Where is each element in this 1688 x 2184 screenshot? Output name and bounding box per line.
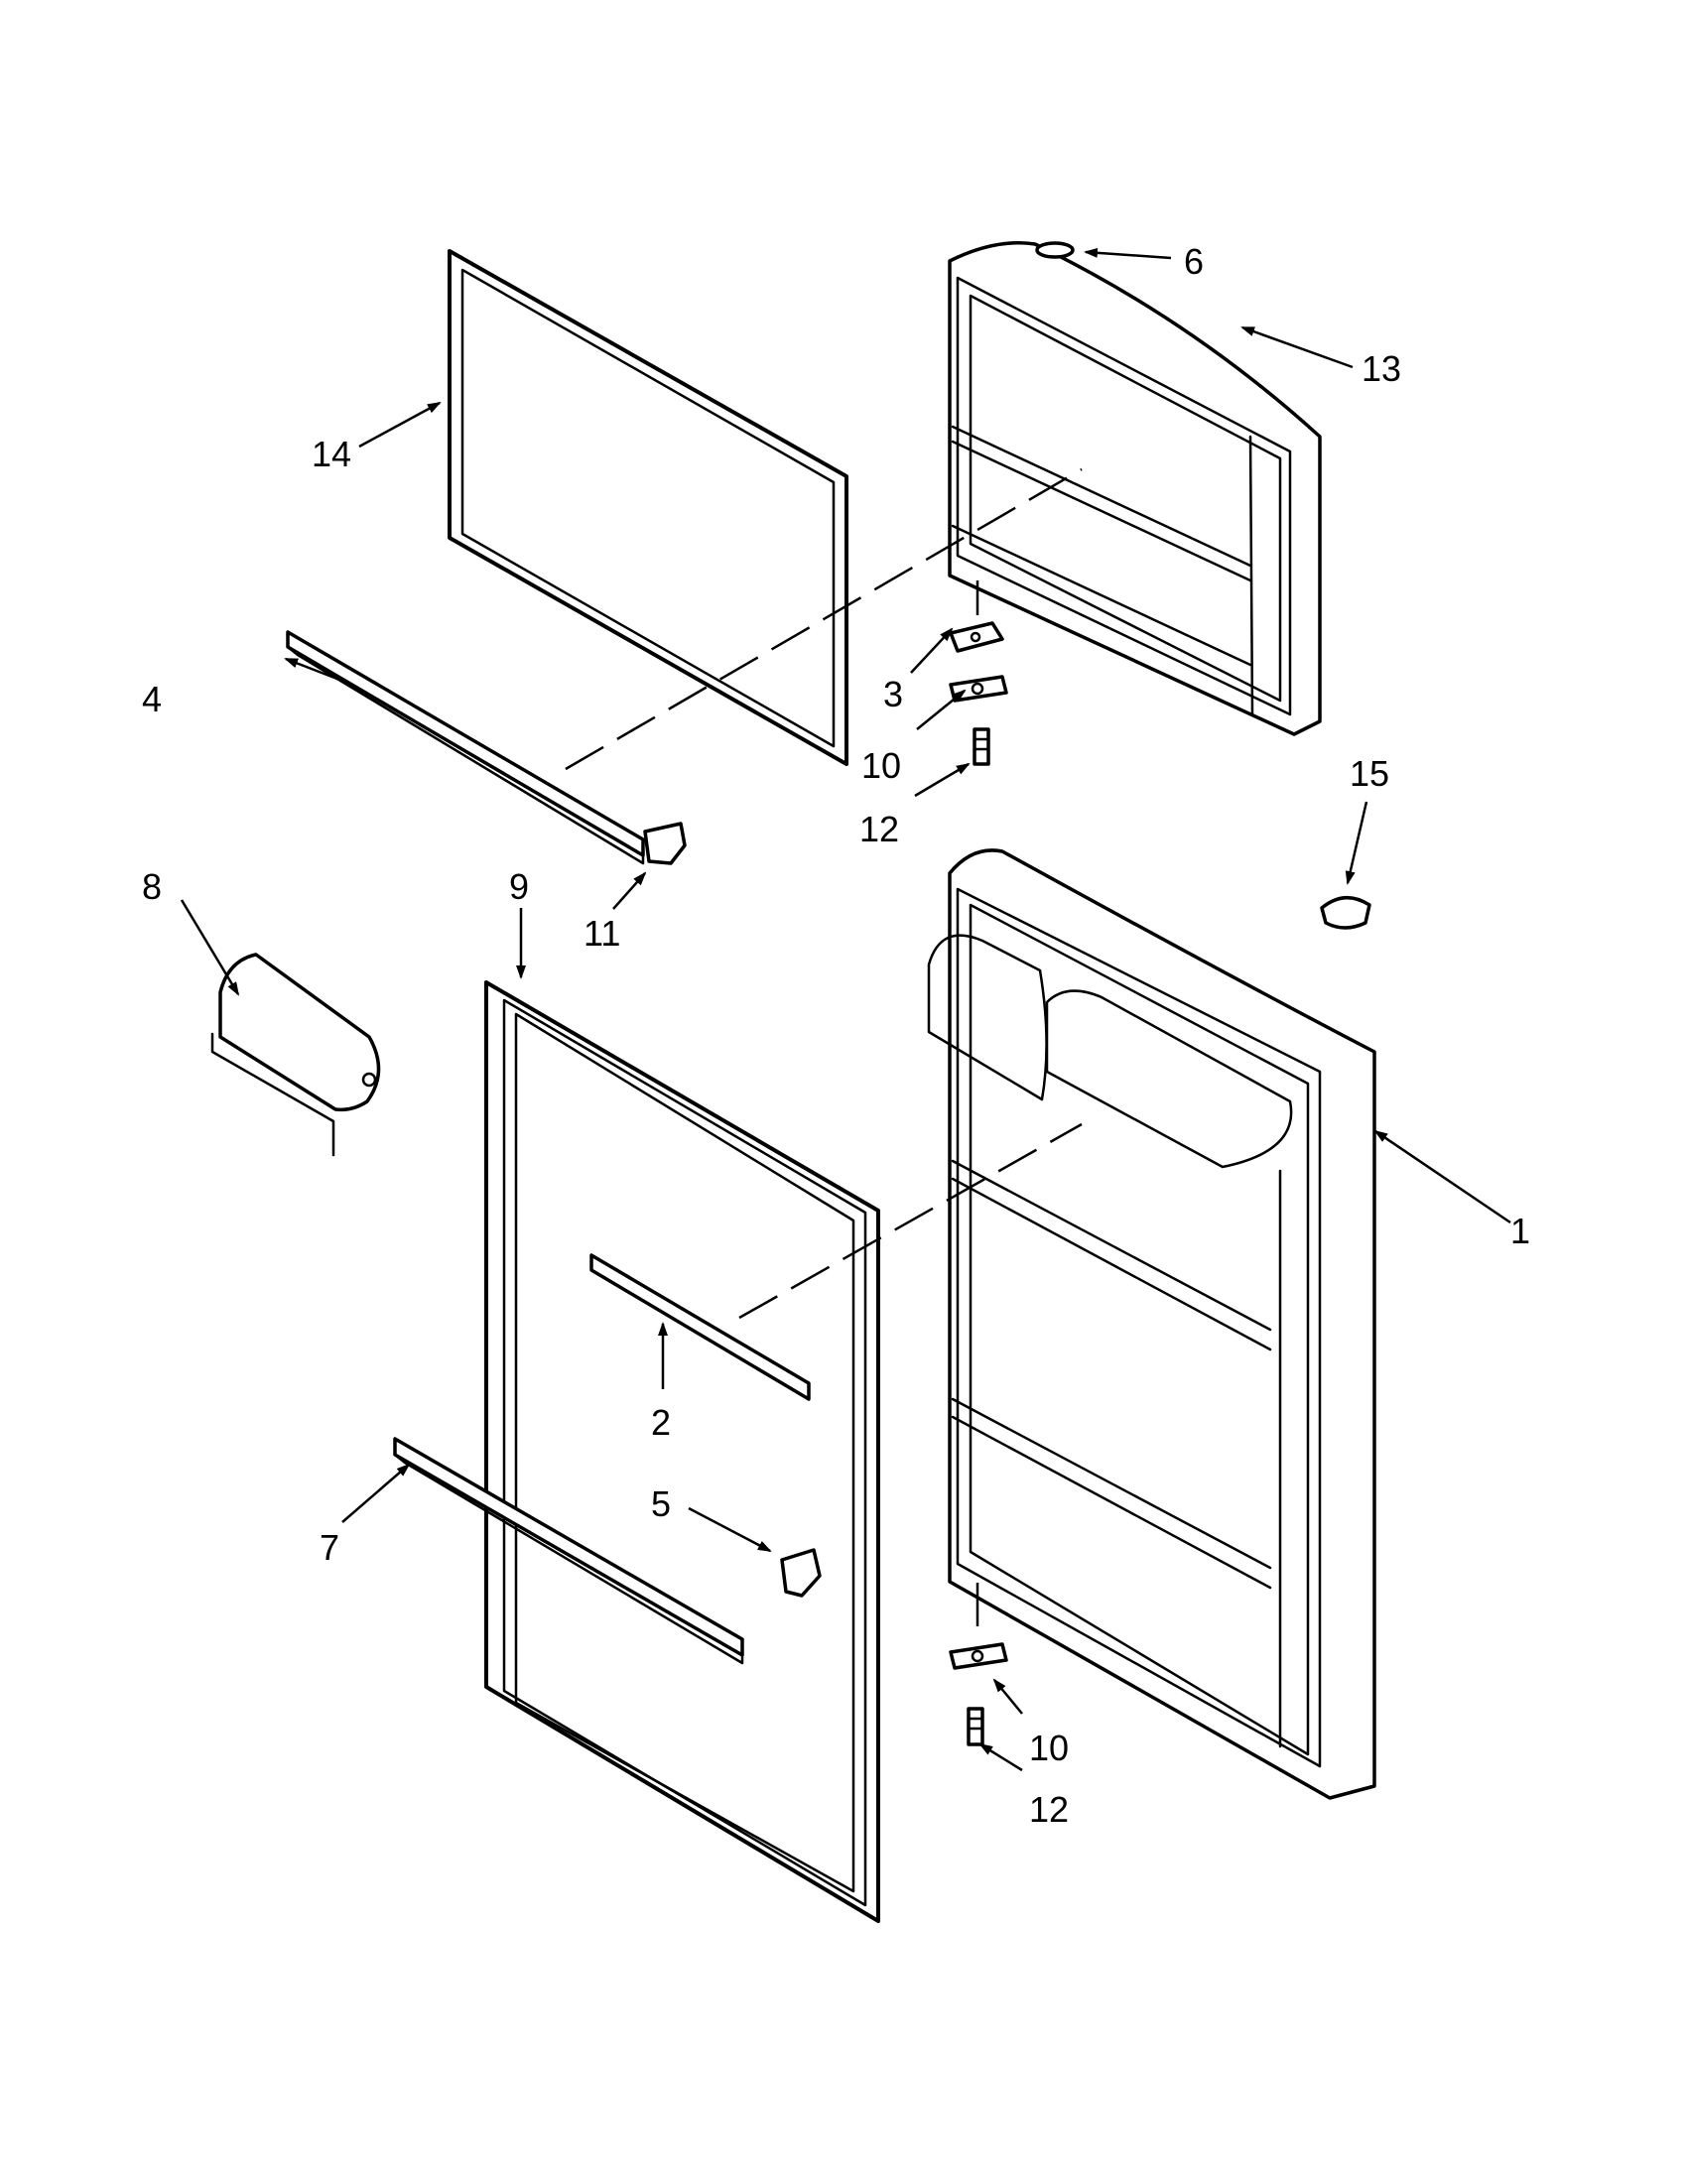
assembly-guide-lines (565, 467, 1083, 1637)
fresh-food-door-gasket (484, 980, 880, 1923)
callout-15: 15 (1350, 753, 1389, 794)
callout-12-upper: 12 (859, 809, 899, 849)
callout-5: 5 (651, 1483, 671, 1524)
callout-13: 13 (1362, 348, 1401, 389)
door-plug-button (1320, 896, 1371, 930)
callout-8: 8 (142, 866, 162, 907)
freezer-rail-end-cap (643, 822, 687, 865)
callout-3: 3 (883, 674, 903, 714)
callout-9: 9 (509, 866, 529, 907)
callout-12-lower: 12 (1029, 1789, 1069, 1830)
freezer-door-gasket (448, 249, 848, 766)
callout-4: 4 (142, 679, 162, 719)
lower-hinge-bushing (949, 1642, 1008, 1670)
upper-hinge-bushing (949, 675, 1008, 703)
upper-hinge-plate (949, 621, 1004, 653)
door-shelf-rail-lower (393, 1437, 744, 1665)
callout-7: 7 (320, 1527, 339, 1568)
dairy-compartment-door (210, 953, 381, 1157)
upper-hinge-screw (973, 727, 990, 766)
fresh-food-door (927, 848, 1376, 1800)
door-rail-end-cap (780, 1548, 822, 1598)
freezer-door (948, 241, 1322, 736)
callout-10-lower: 10 (1029, 1728, 1069, 1768)
callout-11: 11 (584, 913, 620, 954)
callout-labels: 1 2 3 4 5 6 7 8 9 10 10 11 12 12 13 14 1… (142, 241, 1530, 1830)
callout-6: 6 (1184, 241, 1204, 282)
freezer-shelf-rail (286, 630, 645, 865)
freezer-door-plug (1035, 241, 1075, 259)
callout-10-upper: 10 (861, 745, 901, 786)
leader-lines (180, 247, 1511, 1772)
callout-14: 14 (312, 434, 351, 474)
callout-1: 1 (1510, 1211, 1530, 1251)
callout-2: 2 (651, 1402, 671, 1443)
lower-hinge-screw (967, 1707, 984, 1746)
door-shelf-rail-upper (589, 1253, 811, 1401)
